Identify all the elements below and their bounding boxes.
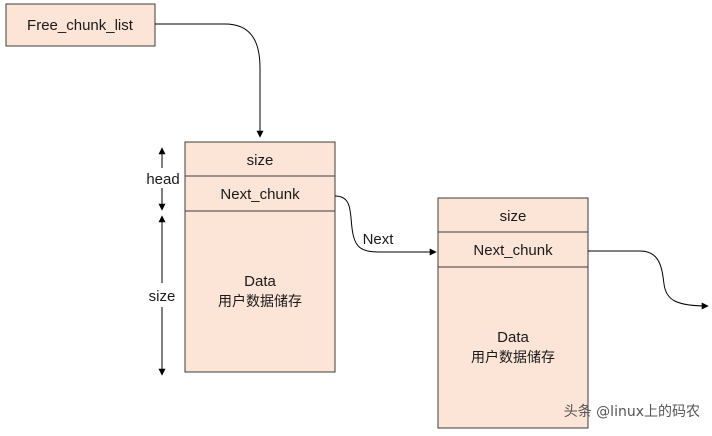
watermark-text: 头条 @linux上的码农 <box>564 403 700 420</box>
chunk-a-data-sublabel: 用户数据储存 <box>218 293 302 310</box>
free-list-pointer-arrow <box>155 23 264 138</box>
chunk-b: size Next_chunk Data 用户数据储存 <box>437 197 589 429</box>
chunk-b-data-sublabel: 用户数据储存 <box>471 349 555 366</box>
chunk-a-size-field: size <box>247 152 274 169</box>
chunk-a-data-label: Data <box>244 273 276 290</box>
free-chunk-list-node: Free_chunk_list <box>5 3 156 47</box>
size-dimension-label: size <box>149 288 176 305</box>
chunk-a: size Next_chunk Data 用户数据储存 <box>184 141 336 373</box>
next-pointer-label: Next <box>363 231 395 248</box>
chunk-a-box <box>184 141 336 373</box>
chunk-b-size-field: size <box>500 208 527 225</box>
free-chunk-list-box <box>5 3 156 47</box>
head-dimension-label: head <box>146 171 179 188</box>
next-pointer-arrow <box>334 195 437 256</box>
onward-pointer-arrow <box>588 250 709 310</box>
chunk-a-next-field: Next_chunk <box>220 186 300 203</box>
chunk-b-box <box>437 197 589 429</box>
chunk-b-next-field: Next_chunk <box>473 242 553 259</box>
chunk-b-data-label: Data <box>497 329 529 346</box>
free-chunk-list-label: Free_chunk_list <box>27 17 134 34</box>
